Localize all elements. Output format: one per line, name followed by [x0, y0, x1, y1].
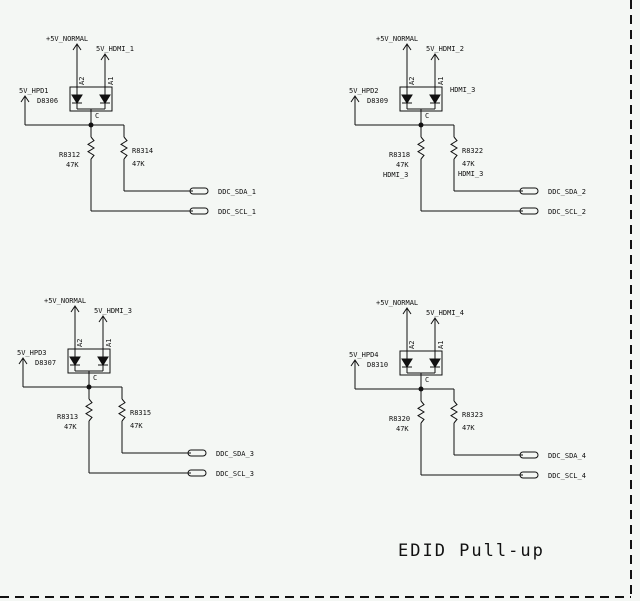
resistor-left-refdes: R8318: [389, 151, 410, 159]
resistor-right: [450, 136, 458, 160]
sda-label: DDC_SDA_1: [218, 188, 256, 196]
supply-label: +5V_NORMAL: [46, 35, 88, 43]
supply-label: +5V_NORMAL: [376, 299, 418, 307]
supply-label: +5V_NORMAL: [44, 297, 86, 305]
pin-a1-label: A1: [437, 341, 445, 349]
pin-a1-label: A1: [437, 77, 445, 85]
pin-a2-label: A2: [408, 77, 416, 85]
resistor-left-value: 47K: [66, 161, 79, 169]
sda-connector: [189, 187, 209, 195]
hdmi-input-label: 5V_HDMI_4: [426, 309, 464, 317]
resistor-left-value: 47K: [396, 425, 409, 433]
resistor-left-net: HDMI_3: [383, 171, 408, 179]
pin-a2-label: A2: [76, 339, 84, 347]
pin-a2-label: A2: [408, 341, 416, 349]
resistor-left-refdes: R8320: [389, 415, 410, 423]
pin-c-label: C: [425, 112, 429, 120]
diode-a2-triangle: [69, 356, 81, 366]
pin-a1-label: A1: [107, 77, 115, 85]
resistor-right-value: 47K: [130, 422, 143, 430]
resistor-left-refdes: R8313: [57, 413, 78, 421]
pin-c-label: C: [425, 376, 429, 384]
diode-a1-triangle: [99, 94, 111, 104]
supply-label: +5V_NORMAL: [376, 35, 418, 43]
resistor-left: [85, 398, 93, 422]
resistor-right-refdes: R8322: [462, 147, 483, 155]
diode-a2-triangle: [401, 94, 413, 104]
scl-connector: [519, 207, 539, 215]
scl-connector: [189, 207, 209, 215]
hdmi-input-label: 5V_HDMI_2: [426, 45, 464, 53]
hpd-label: 5V_HPD3: [17, 349, 47, 357]
resistor-right-value: 47K: [462, 424, 475, 432]
sda-label: DDC_SDA_3: [216, 450, 254, 458]
diode-a1-triangle: [429, 358, 441, 368]
resistor-right: [118, 398, 126, 422]
resistor-right-refdes: R8314: [132, 147, 153, 155]
diode-a2-triangle: [401, 358, 413, 368]
hdmi-input-label: 5V_HDMI_1: [96, 45, 134, 53]
scl-connector: [187, 469, 207, 477]
scl-connector: [519, 471, 539, 479]
hpd-label: 5V_HPD4: [349, 351, 379, 359]
hpd-label: 5V_HPD1: [19, 87, 49, 95]
diode-refdes: D8310: [367, 361, 388, 369]
diode-net-label: HDMI_3: [450, 86, 475, 94]
resistor-left-refdes: R8312: [59, 151, 80, 159]
resistor-right-value: 47K: [462, 160, 475, 168]
diode-a1-triangle: [429, 94, 441, 104]
scl-label: DDC_SCL_1: [218, 208, 256, 216]
sda-connector: [519, 451, 539, 459]
diode-refdes: D8306: [37, 97, 58, 105]
pin-c-label: C: [95, 112, 99, 120]
hdmi-input-label: 5V_HDMI_3: [94, 307, 132, 315]
diode-refdes: D8307: [35, 359, 56, 367]
resistor-right-refdes: R8323: [462, 411, 483, 419]
resistor-right-value: 47K: [132, 160, 145, 168]
scl-label: DDC_SCL_2: [548, 208, 586, 216]
scl-label: DDC_SCL_3: [216, 470, 254, 478]
resistor-right-refdes: R8315: [130, 409, 151, 417]
scl-label: DDC_SCL_4: [548, 472, 586, 480]
sheet-title: EDID Pull-up: [398, 541, 545, 561]
resistor-left-value: 47K: [396, 161, 409, 169]
resistor-right-net: HDMI_3: [458, 170, 483, 178]
resistor-left: [417, 400, 425, 424]
sda-label: DDC_SDA_2: [548, 188, 586, 196]
pin-a2-label: A2: [78, 77, 86, 85]
sda-connector: [519, 187, 539, 195]
resistor-left-value: 47K: [64, 423, 77, 431]
resistor-left: [417, 136, 425, 160]
hpd-label: 5V_HPD2: [349, 87, 379, 95]
pin-a1-label: A1: [105, 339, 113, 347]
pin-c-label: C: [93, 374, 97, 382]
diode-refdes: D8309: [367, 97, 388, 105]
diode-a2-triangle: [71, 94, 83, 104]
diode-a1-triangle: [97, 356, 109, 366]
resistor-right: [450, 400, 458, 424]
sda-connector: [187, 449, 207, 457]
sda-label: DDC_SDA_4: [548, 452, 586, 460]
resistor-right: [120, 136, 128, 160]
resistor-left: [87, 136, 95, 160]
